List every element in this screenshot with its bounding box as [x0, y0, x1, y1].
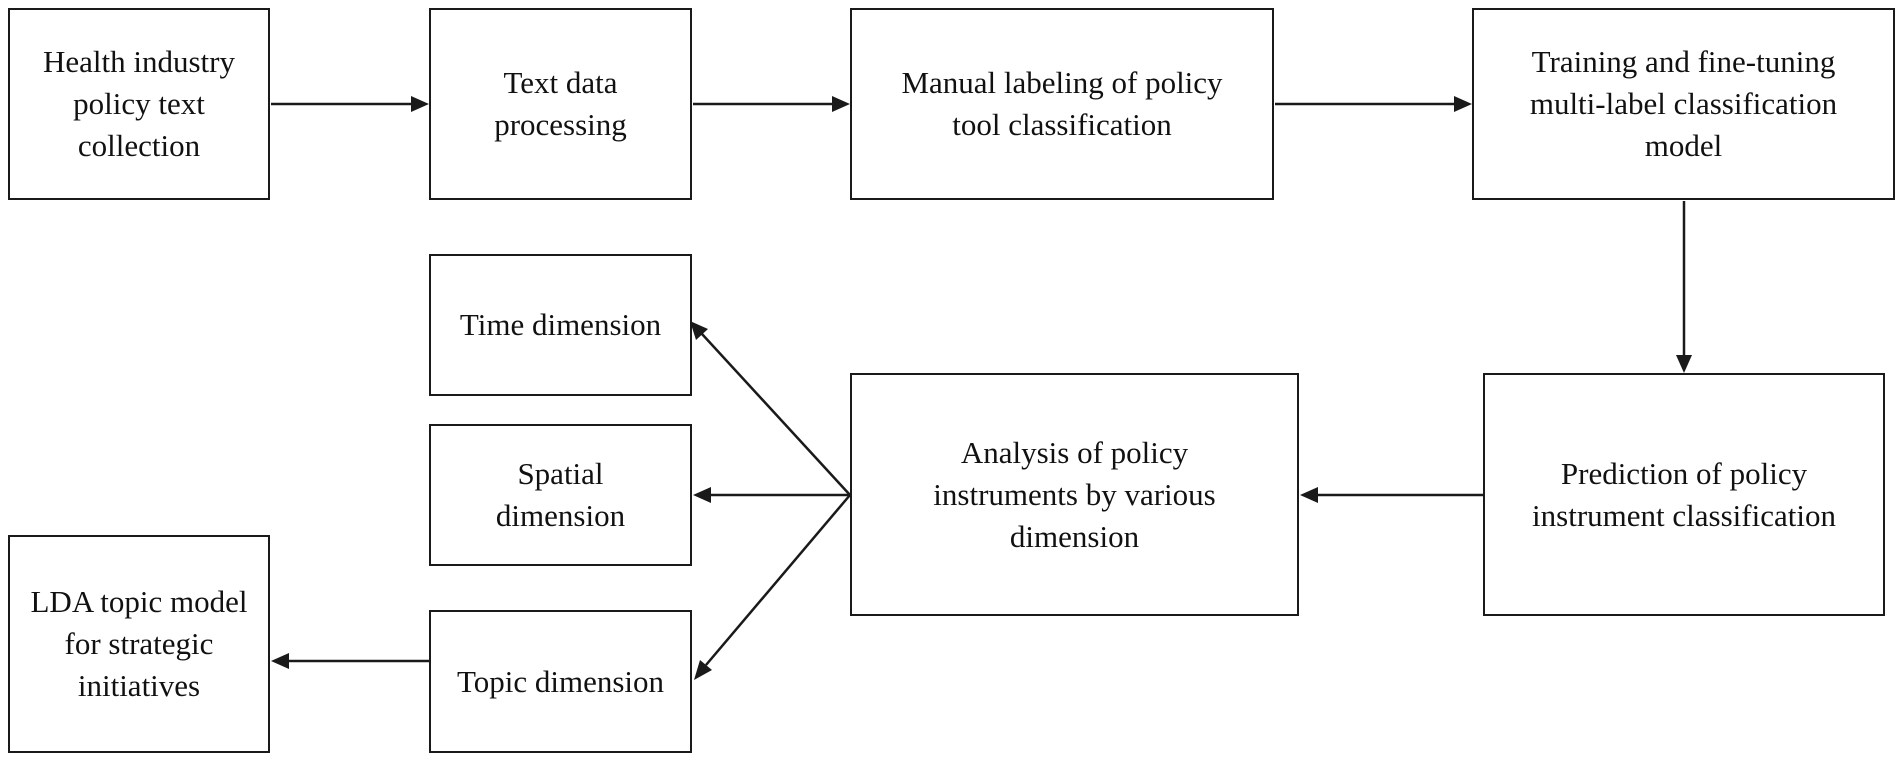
node-text-data-processing: Text data processing: [429, 8, 692, 200]
node-label: Spatial dimension: [495, 456, 626, 533]
node-label: Prediction of policy instrument classifi…: [1532, 455, 1836, 533]
node-manual-labeling: Manual labeling of policy tool classific…: [850, 8, 1274, 200]
node-lda-topic-model: LDA topic model for strategic initiative…: [8, 535, 270, 753]
arrow-collection-to-processing: [271, 96, 429, 112]
arrow-labeling-to-training: [1275, 96, 1472, 112]
arrow-analysis-to-topic: [694, 494, 851, 680]
arrow-training-to-prediction: [1676, 201, 1692, 373]
node-label: Topic dimension: [456, 663, 665, 699]
arrow-topic-to-lda: [271, 653, 429, 669]
node-spatial-dimension: Spatial dimension: [429, 424, 692, 566]
node-label: Manual labeling of policy tool classific…: [901, 65, 1223, 142]
node-label: Training and fine-tuning multi-label cla…: [1529, 44, 1838, 163]
node-time-dimension: Time dimension: [429, 254, 692, 396]
node-label: Time dimension: [459, 307, 662, 342]
arrow-analysis-to-spatial: [693, 487, 850, 503]
node-label: LDA topic model for strategic initiative…: [30, 584, 248, 703]
node-topic-dimension: Topic dimension: [429, 610, 692, 753]
node-prediction-classification: Prediction of policy instrument classifi…: [1483, 373, 1885, 616]
node-label: Health industry policy text collection: [43, 44, 235, 163]
node-analysis-by-dimension: Analysis of policy instruments by variou…: [850, 373, 1299, 616]
node-policy-text-collection: Health industry policy text collection: [8, 8, 270, 200]
node-label: Text data processing: [494, 65, 627, 142]
node-label: Analysis of policy instruments by variou…: [933, 434, 1216, 554]
arrow-processing-to-labeling: [693, 96, 850, 112]
arrow-analysis-to-time: [690, 321, 851, 496]
arrow-prediction-to-analysis: [1300, 487, 1483, 503]
node-training-model: Training and fine-tuning multi-label cla…: [1472, 8, 1895, 200]
